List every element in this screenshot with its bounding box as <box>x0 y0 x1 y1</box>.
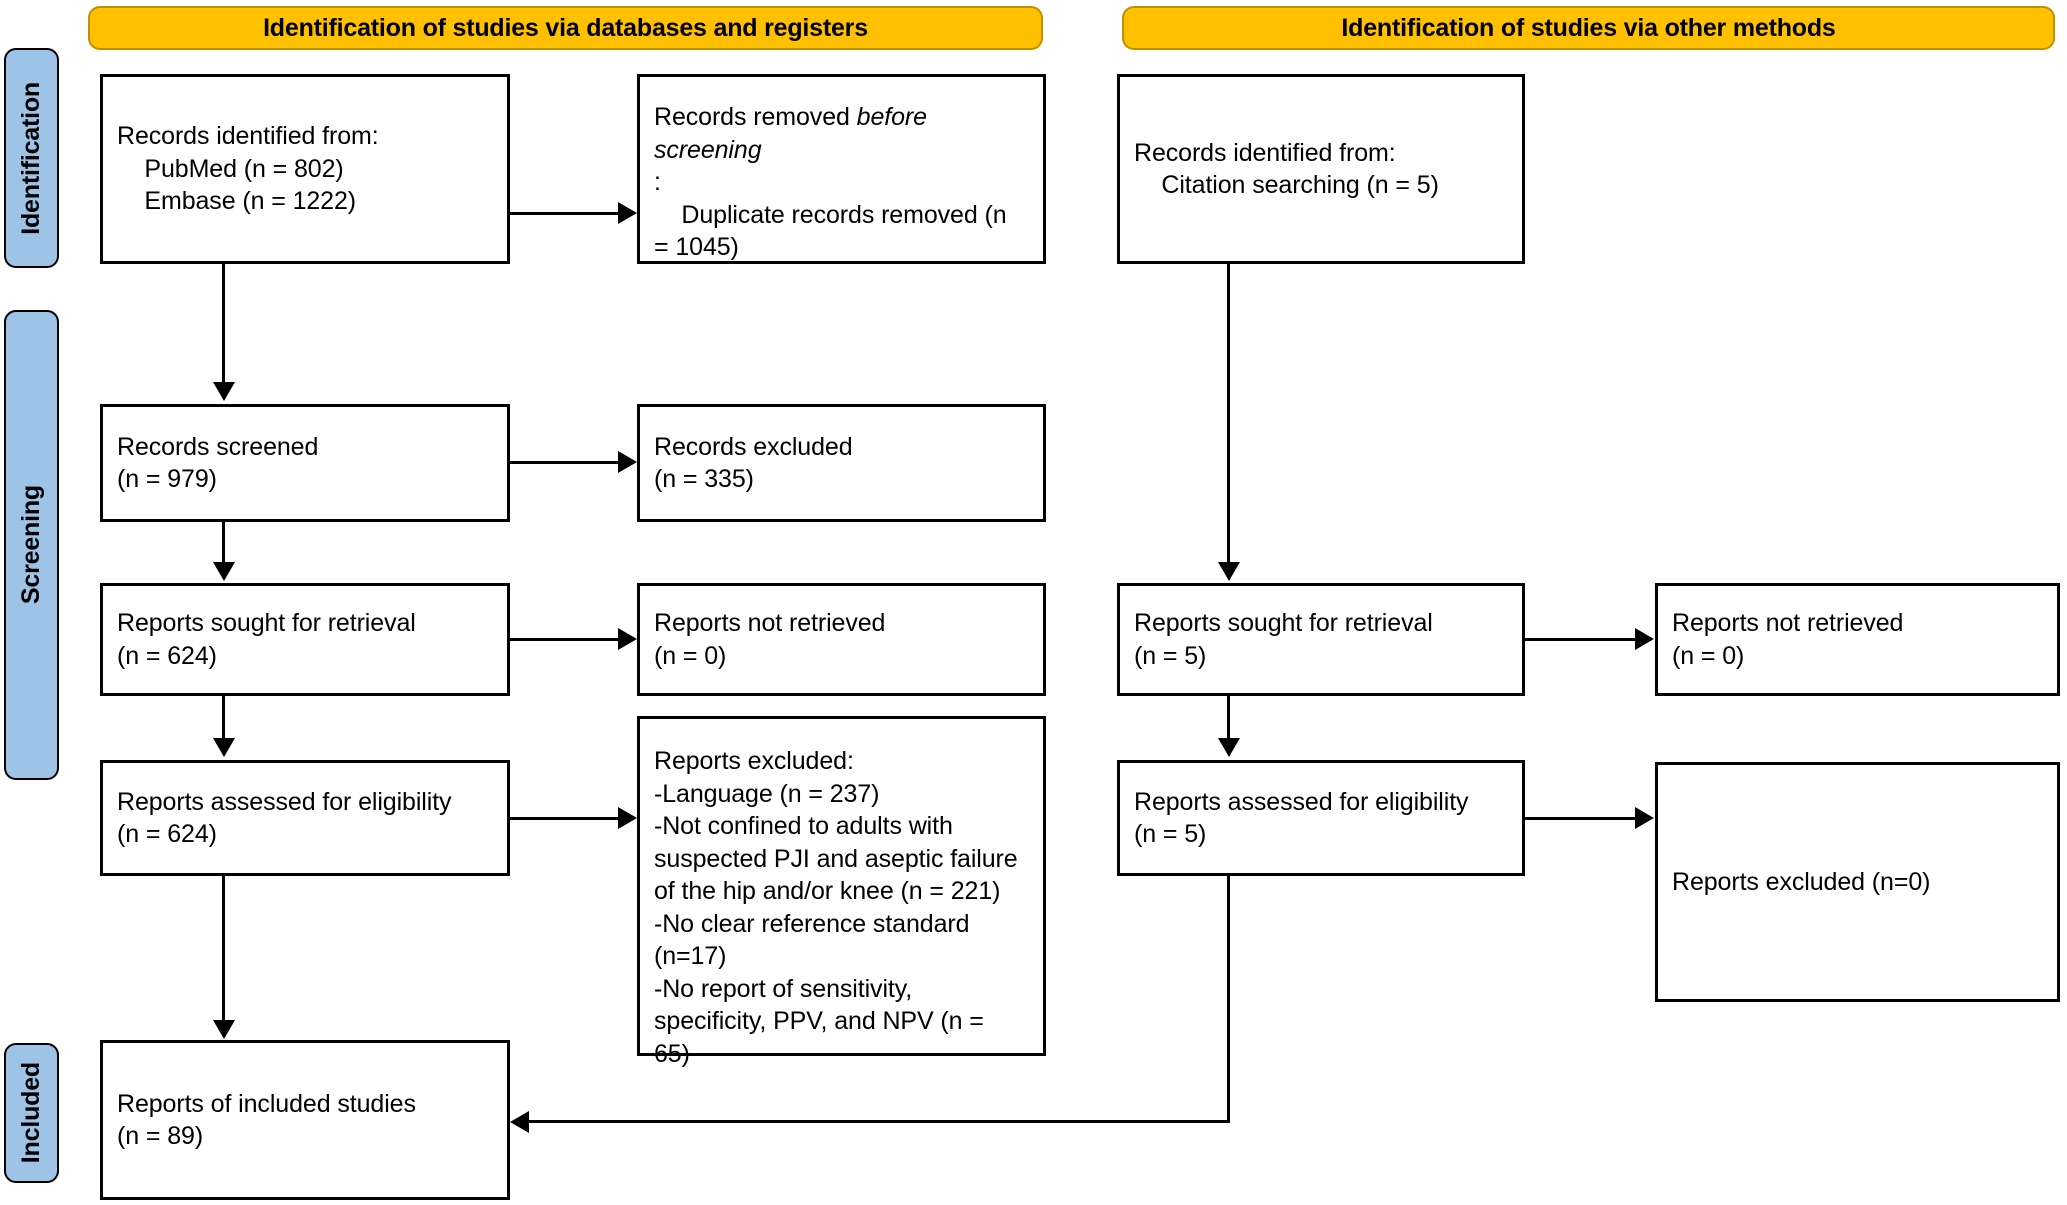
connector-screened-to-sought <box>222 522 225 564</box>
box-reports-sought-left: Reports sought for retrieval (n = 624) <box>100 583 510 696</box>
connector-identified-to-screened <box>222 264 225 384</box>
box-records-screened-text: Records screened (n = 979) <box>117 432 319 494</box>
box-records-identified-other: Records identified from: Citation search… <box>1117 74 1525 264</box>
box-records-identified-databases: Records identified from: PubMed (n = 802… <box>100 74 510 264</box>
arrowhead-assessed-to-included <box>213 1020 235 1039</box>
stage-header-databases-label: Identification of studies via databases … <box>263 13 868 42</box>
records-removed-line2: : Duplicate records removed (n = 1045) <box>654 168 1007 261</box>
records-removed-line1: Records removed <box>654 103 857 131</box>
box-reports-not-retrieved-left: Reports not retrieved (n = 0) <box>637 583 1046 696</box>
connector-identified-to-removed <box>510 212 620 215</box>
stage-header-other-methods-label: Identification of studies via other meth… <box>1341 13 1836 42</box>
box-reports-included: Reports of included studies (n = 89) <box>100 1040 510 1200</box>
box-reports-excluded-right: Reports excluded (n=0) <box>1655 762 2060 1002</box>
box-reports-sought-right-text: Reports sought for retrieval (n = 5) <box>1134 609 1433 670</box>
connector-sought-to-assessed-left <box>222 696 225 740</box>
stage-header-other-methods: Identification of studies via other meth… <box>1122 6 2055 50</box>
arrowhead-sought-to-assessed-right <box>1218 738 1240 757</box>
connector-assessed-right-to-included-vertical <box>1227 876 1230 1123</box>
records-removed-italic-before: before <box>856 103 927 131</box>
box-reports-sought-right: Reports sought for retrieval (n = 5) <box>1117 583 1525 696</box>
connector-sought-to-not-retrieved-right <box>1525 638 1637 641</box>
phase-label-identification-text: Identification <box>17 81 45 235</box>
arrowhead-assessed-to-excluded-left <box>618 807 637 829</box>
connector-assessed-to-excluded-left <box>510 817 620 820</box>
box-reports-sought-left-text: Reports sought for retrieval (n = 624) <box>117 609 416 670</box>
arrowhead-sought-to-not-retrieved-right <box>1635 628 1654 650</box>
stage-header-databases: Identification of studies via databases … <box>88 6 1043 50</box>
arrowhead-other-to-reports-sought <box>1218 562 1240 581</box>
box-reports-included-text: Reports of included studies (n = 89) <box>117 1089 416 1151</box>
arrowhead-screened-to-excluded <box>618 451 637 473</box>
connector-other-to-reports-sought <box>1227 264 1230 564</box>
box-reports-assessed-right-text: Reports assessed for eligibility (n = 5) <box>1134 787 1469 849</box>
arrowhead-assessed-to-excluded-right <box>1635 807 1654 829</box>
connector-screened-to-excluded <box>510 461 620 464</box>
connector-sought-to-assessed-right <box>1227 696 1230 740</box>
box-records-removed-before-screening: Records removed before screening : Duplica… <box>637 74 1046 264</box>
box-records-excluded-text: Records excluded (n = 335) <box>654 432 853 494</box>
box-reports-excluded-detail: Reports excluded: -Language (n = 237) -N… <box>637 716 1046 1068</box>
box-reports-assessed-left: Reports assessed for eligibility (n = 62… <box>100 760 510 876</box>
phase-label-screening: Screening <box>4 310 59 780</box>
arrowhead-assessed-right-to-included <box>510 1111 529 1133</box>
box-reports-excluded-right-text: Reports excluded (n=0) <box>1672 867 1931 896</box>
box-records-removed-text: Records removed before screening : Duplica… <box>654 101 1007 264</box>
connector-assessed-to-included <box>222 876 225 1022</box>
box-reports-assessed-left-text: Reports assessed for eligibility (n = 62… <box>117 787 452 849</box>
box-records-excluded: Records excluded (n = 335) <box>637 404 1046 522</box>
arrowhead-screened-to-sought <box>213 562 235 581</box>
connector-assessed-to-excluded-right <box>1525 817 1637 820</box>
arrowhead-sought-to-assessed-left <box>213 738 235 757</box>
phase-label-included: Included <box>4 1043 59 1183</box>
box-reports-excluded-detail-text: Reports excluded: -Language (n = 237) -N… <box>654 747 1018 1068</box>
phase-label-identification: Identification <box>4 48 59 268</box>
box-records-identified-other-text: Records identified from: Citation search… <box>1134 138 1439 200</box>
box-records-identified-databases-text: Records identified from: PubMed (n = 802… <box>117 122 379 216</box>
box-records-screened: Records screened (n = 979) <box>100 404 510 522</box>
box-reports-assessed-right: Reports assessed for eligibility (n = 5) <box>1117 760 1525 876</box>
connector-assessed-right-to-included-horizontal <box>528 1120 1230 1123</box>
phase-label-included-text: Included <box>17 1062 45 1164</box>
phase-label-screening-text: Screening <box>17 485 45 605</box>
box-reports-not-retrieved-left-text: Reports not retrieved (n = 0) <box>654 609 886 670</box>
records-removed-italic-screening: screening <box>654 135 762 164</box>
box-reports-not-retrieved-right: Reports not retrieved (n = 0) <box>1655 583 2060 696</box>
arrowhead-identified-to-removed <box>618 202 637 224</box>
arrowhead-identified-to-screened <box>213 382 235 401</box>
connector-sought-to-not-retrieved-left <box>510 638 620 641</box>
box-reports-not-retrieved-right-text: Reports not retrieved (n = 0) <box>1672 609 1904 670</box>
arrowhead-sought-to-not-retrieved-left <box>618 628 637 650</box>
